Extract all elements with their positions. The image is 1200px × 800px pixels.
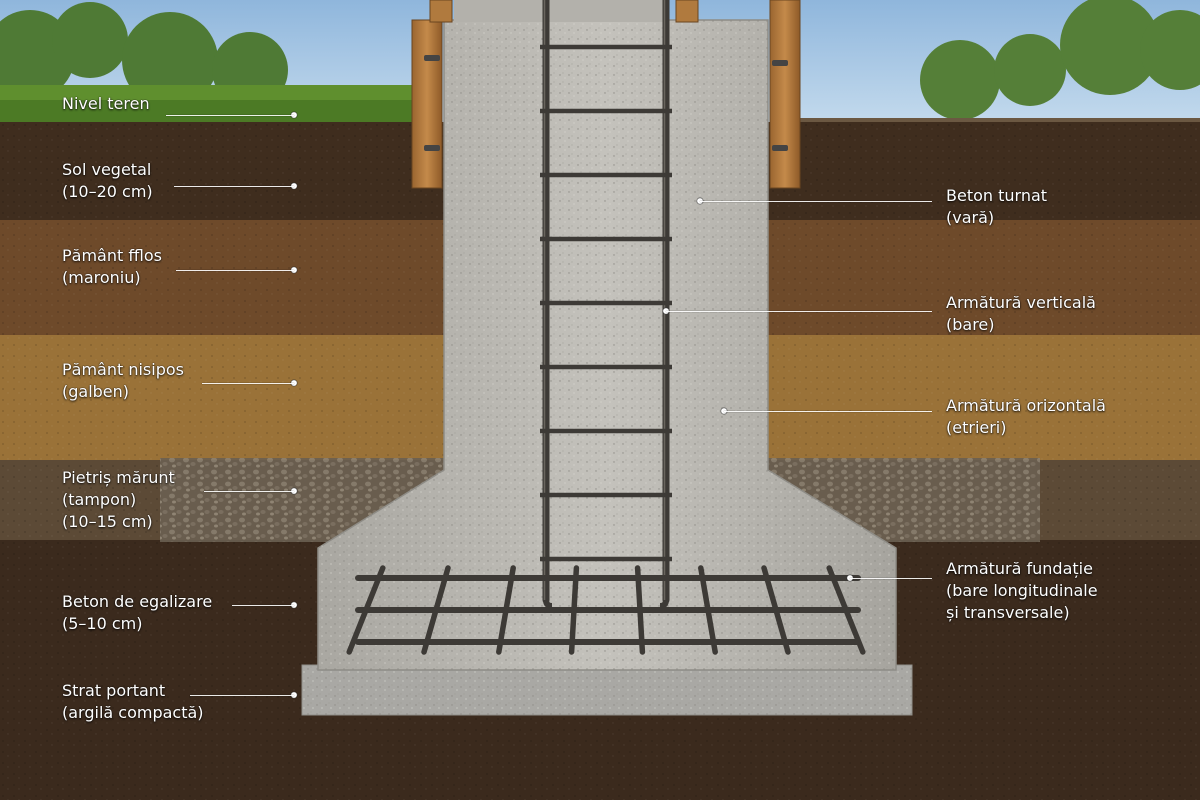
leader-armatura-fundatie (850, 578, 932, 579)
label-armatura-fundatie: Armătură fundație (bare longitudinale și… (946, 559, 1098, 622)
leader-dot (290, 487, 298, 495)
leader-sol-vegetal (174, 186, 294, 187)
formwork-right-outer (769, 0, 801, 189)
vertical-rebar-hook (659, 599, 669, 609)
leader-dot (290, 379, 298, 387)
footing-transverse-bar (634, 565, 646, 655)
formwork-clamps (424, 55, 788, 151)
label-sol-vegetal: Sol vegetal (10–20 cm) (62, 160, 153, 201)
leader-dot (290, 601, 298, 609)
leader-dot (290, 266, 298, 274)
vertical-rebar-cage (540, 0, 672, 609)
footing-rebar-mesh (346, 565, 866, 655)
label-armatura-orizontala: Armătură orizontală (etrieri) (946, 396, 1106, 437)
leader-dot (662, 307, 670, 315)
footing-transverse-bar (826, 565, 866, 655)
footing-transverse-bar (496, 565, 516, 655)
leader-beton-egalizare (232, 605, 294, 606)
footing-transverse-bar (568, 565, 580, 655)
leader-dot (720, 407, 728, 415)
vertical-rebar-hook (543, 599, 553, 609)
label-pamant-nisipos: Pământ nisipos (galben) (62, 360, 184, 401)
leader-dot (290, 691, 298, 699)
formwork-left-post (429, 0, 453, 23)
label-beton-egalizare: Beton de egalizare (5–10 cm) (62, 592, 213, 633)
footing-transverse-bar (421, 565, 451, 655)
label-pamant-ffloss: Pământ fflos (maroniu) (62, 246, 162, 287)
footing-transverse-bar (346, 565, 386, 655)
wall-top-continuation (454, 0, 668, 22)
leader-strat-portant (190, 695, 294, 696)
footing-transverse-bar (698, 565, 718, 655)
formwork-right-post (675, 0, 699, 23)
leader-beton-turnat (700, 201, 932, 202)
label-nivel-teren: Nivel teren (62, 94, 150, 113)
leader-armatura-orizontala (724, 411, 932, 412)
leader-armatura-verticala (666, 311, 932, 312)
formwork-left-outer (411, 19, 443, 189)
label-strat-portant: Strat portant (argilă compactă) (62, 681, 204, 722)
leader-pamant-nisipos (202, 383, 294, 384)
leader-dot (846, 574, 854, 582)
leader-nivel-teren (166, 115, 294, 116)
label-pietris-marunt: Pietriș mărunt (tampon) (10–15 cm) (62, 468, 175, 531)
leader-dots (290, 111, 854, 699)
tree-right (920, 0, 1200, 120)
tree-left (0, 2, 288, 108)
footing-transverse-bar (761, 565, 791, 655)
label-beton-turnat: Beton turnat (vară) (946, 186, 1048, 227)
leader-pamant-ffloss (176, 270, 294, 271)
leader-pietris-marunt (204, 491, 294, 492)
label-armatura-verticala: Armătură verticală (bare) (946, 293, 1096, 334)
